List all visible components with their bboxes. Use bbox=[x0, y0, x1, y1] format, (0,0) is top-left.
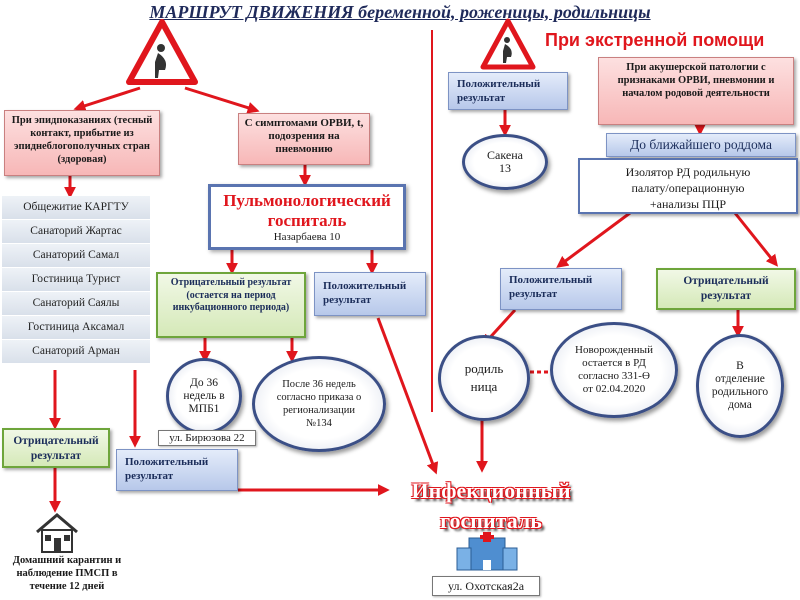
obstetric-pathology-box: При акушерской патологии с признаками ОР… bbox=[598, 57, 794, 125]
before-36-weeks-ellipse: До 36 недель в МПБ1 bbox=[166, 358, 242, 434]
epid-indication-box: При эпидпоказаниях (тесный контакт, приб… bbox=[4, 110, 160, 176]
pregnant-warning-icon-right bbox=[480, 18, 536, 70]
list-item: Санаторий Жартас bbox=[2, 220, 150, 244]
page-title: МАРШРУТ ДВИЖЕНИЯ беременной, роженицы, р… bbox=[149, 2, 651, 22]
sakena-ellipse: Сакена 13 bbox=[462, 134, 548, 190]
pulmonology-hospital-box: Пульмонологический госпиталь Назарбаева … bbox=[208, 184, 406, 250]
right-negative-result: Отрицательный результат bbox=[656, 268, 796, 310]
maternity-address: ул. Бирюзова 22 bbox=[158, 430, 256, 446]
list-item: Гостиница Аксамал bbox=[2, 316, 150, 340]
hospital-building-icon bbox=[456, 532, 518, 571]
orvi-symptoms-box: С симптомами ОРВИ, t, подозрения на пнев… bbox=[238, 113, 370, 165]
pulmonology-hospital-title: Пульмонологический госпиталь bbox=[223, 191, 391, 230]
isolator-box: Изолятор РД родильную палату/операционну… bbox=[578, 158, 798, 214]
newborn-ellipse: Новорожденный остается в РД согласно 331… bbox=[550, 322, 678, 418]
left-positive-result: Положительный результат bbox=[116, 449, 238, 491]
home-quarantine-text: Домашний карантин и наблюдение ПМСП в те… bbox=[12, 555, 122, 592]
pregnant-warning-icon bbox=[126, 19, 198, 85]
right-positive-result: Положительный результат bbox=[500, 268, 622, 310]
list-item: Санаторий Самал bbox=[2, 244, 150, 268]
list-item: Гостиница Турист bbox=[2, 268, 150, 292]
middle-negative-result: Отрицательный результат (остается на пер… bbox=[156, 272, 306, 338]
quarantine-location-list: Общежитие КАРГТУ Санаторий Жартас Санато… bbox=[2, 196, 150, 364]
infection-hospital-address: ул. Охотская2а bbox=[432, 576, 540, 596]
left-negative-result: Отрицательный результат bbox=[2, 428, 110, 468]
mother-ellipse: родиль ница bbox=[438, 335, 530, 421]
list-item: Санаторий Арман bbox=[2, 340, 150, 364]
nearest-maternity-box: До ближайшего роддома bbox=[606, 133, 796, 157]
maternity-department-ellipse: В отделение родильного дома bbox=[696, 334, 784, 438]
house-icon bbox=[36, 513, 78, 553]
list-item: Санаторий Саялы bbox=[2, 292, 150, 316]
list-item: Общежитие КАРГТУ bbox=[2, 196, 150, 220]
pulmonology-hospital-address: Назарбаева 10 bbox=[273, 231, 341, 243]
right-top-positive-result: Положительный результат bbox=[448, 72, 568, 110]
middle-positive-result: Положительный результат bbox=[314, 272, 426, 316]
infection-hospital-title: Инфекционный госпиталь bbox=[411, 478, 571, 533]
after-36-weeks-ellipse: После 36 недель согласно приказа о регио… bbox=[252, 356, 386, 452]
emergency-heading: При экстренной помощи bbox=[545, 30, 765, 50]
